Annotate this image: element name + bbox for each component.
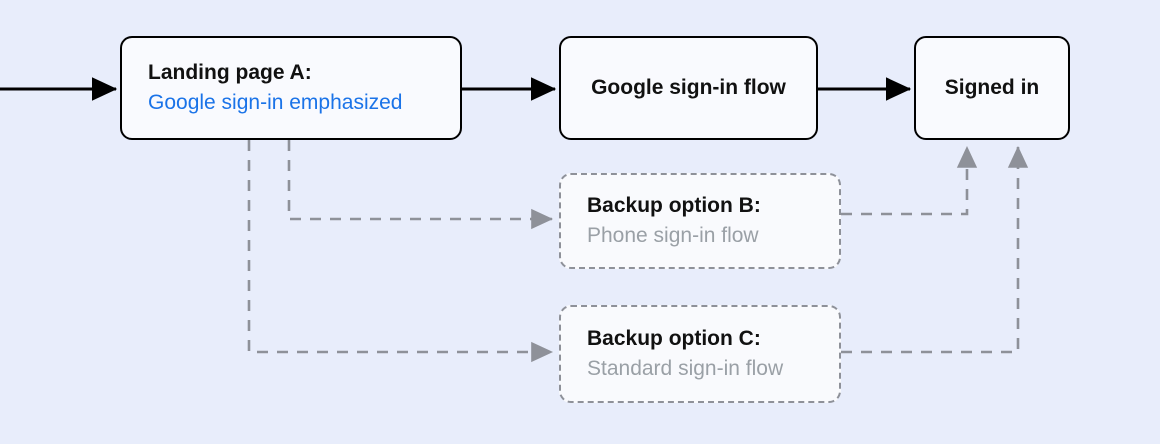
node-signed-in-title: Signed in bbox=[944, 76, 1040, 100]
node-backup-option-b[interactable]: Backup option B: Phone sign-in flow bbox=[559, 173, 841, 269]
edge-landing-to-backupb bbox=[287, 140, 554, 230]
node-google-sign-in-flow-title: Google sign-in flow bbox=[591, 76, 786, 100]
node-backup-option-b-title: Backup option B: bbox=[587, 194, 761, 218]
edge-landing-to-backupc bbox=[247, 140, 554, 363]
node-backup-option-b-subtitle: Phone sign-in flow bbox=[587, 224, 759, 247]
node-landing-page-a-subtitle: Google sign-in emphasized bbox=[148, 91, 403, 114]
node-backup-option-c[interactable]: Backup option C: Standard sign-in flow bbox=[559, 305, 841, 403]
node-landing-page-a-title: Landing page A: bbox=[148, 61, 312, 85]
node-signed-in[interactable]: Signed in bbox=[914, 36, 1070, 140]
node-google-sign-in-flow[interactable]: Google sign-in flow bbox=[559, 36, 818, 140]
edge-backupb-to-signedin bbox=[841, 145, 978, 216]
node-landing-page-a[interactable]: Landing page A: Google sign-in emphasize… bbox=[120, 36, 462, 140]
node-backup-option-c-title: Backup option C: bbox=[587, 327, 761, 351]
edge-backupc-to-signedin bbox=[841, 145, 1029, 354]
node-backup-option-c-subtitle: Standard sign-in flow bbox=[587, 357, 784, 380]
